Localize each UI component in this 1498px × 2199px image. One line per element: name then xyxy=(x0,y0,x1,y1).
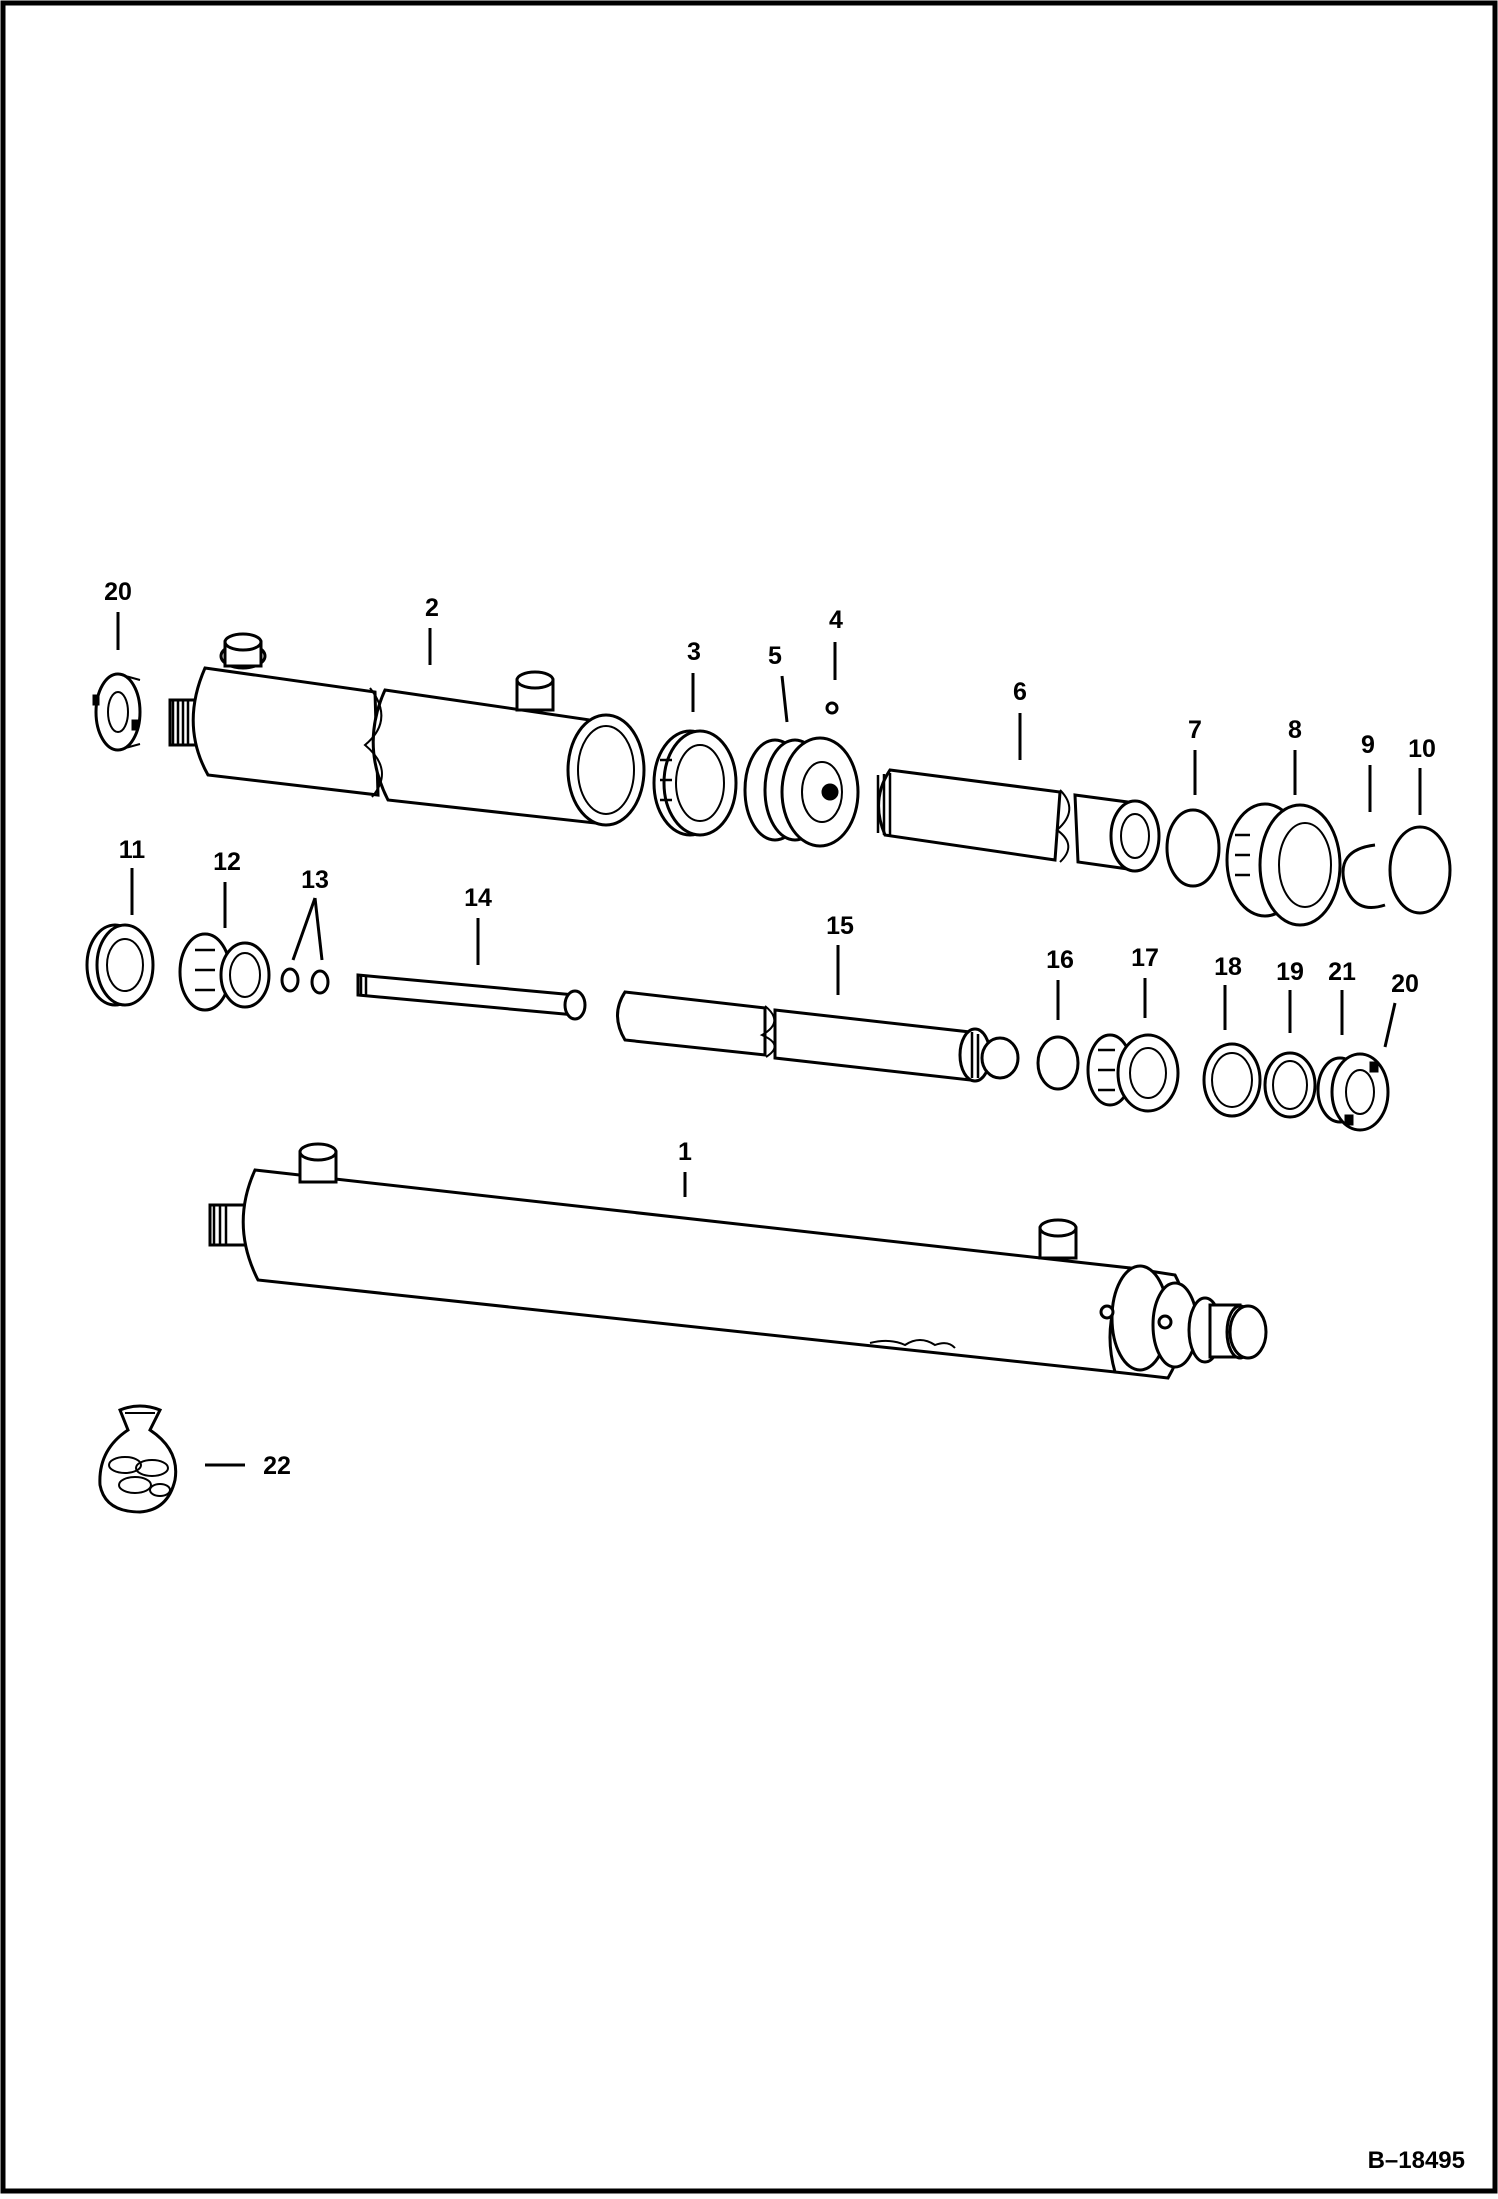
label-11: 11 xyxy=(119,836,146,864)
part-1-assembled-cylinder xyxy=(208,1142,1268,1380)
part-8-gland xyxy=(1225,802,1342,927)
label-9: 9 xyxy=(1361,731,1375,759)
label-20-right: 20 xyxy=(1391,970,1419,998)
part-5-piston xyxy=(743,736,860,848)
label-18: 18 xyxy=(1214,953,1242,981)
part-20-nut-left xyxy=(92,672,142,752)
part-15-rod xyxy=(616,990,1020,1083)
part-17-nut xyxy=(1086,1033,1180,1113)
label-20-left: 20 xyxy=(104,578,132,606)
label-1: 1 xyxy=(678,1138,692,1166)
label-16: 16 xyxy=(1046,946,1074,974)
part-4-ball xyxy=(825,701,839,715)
callout-labels: 20 2 3 4 5 6 7 8 9 10 11 12 13 14 15 16 … xyxy=(104,578,1436,1480)
part-9-backup-ring xyxy=(1341,843,1386,909)
leader-lines xyxy=(116,612,1422,1467)
part-11-bushing xyxy=(85,923,155,1007)
label-12: 12 xyxy=(213,848,241,876)
label-14: 14 xyxy=(464,884,492,912)
part-21-20-nut-right xyxy=(1316,1052,1390,1132)
label-3: 3 xyxy=(687,638,701,666)
part-13-o-ring-a xyxy=(280,967,300,993)
label-5: 5 xyxy=(768,642,782,670)
part-12-spacer xyxy=(178,932,271,1012)
part-2-barrel xyxy=(168,632,646,827)
part-22-seal-kit-bag xyxy=(98,1404,178,1514)
drawing-number: B–18495 xyxy=(1368,2147,1465,2174)
part-7-o-ring xyxy=(1165,808,1221,888)
part-14-tube xyxy=(356,973,587,1021)
label-10: 10 xyxy=(1408,735,1436,763)
part-3-seal xyxy=(652,729,738,837)
part-16-ring xyxy=(1036,1035,1080,1091)
label-4: 4 xyxy=(829,606,843,634)
label-13: 13 xyxy=(301,866,329,894)
label-6: 6 xyxy=(1013,678,1027,706)
label-21: 21 xyxy=(1328,958,1356,986)
label-7: 7 xyxy=(1188,716,1202,744)
label-19: 19 xyxy=(1276,958,1304,986)
label-15: 15 xyxy=(826,912,854,940)
part-6-tube xyxy=(876,768,1161,873)
label-22: 22 xyxy=(263,1452,291,1480)
label-2: 2 xyxy=(425,594,439,622)
part-10-ring xyxy=(1388,825,1452,915)
label-8: 8 xyxy=(1288,716,1302,744)
part-13-o-ring-b xyxy=(310,969,330,995)
label-17: 17 xyxy=(1131,944,1159,972)
